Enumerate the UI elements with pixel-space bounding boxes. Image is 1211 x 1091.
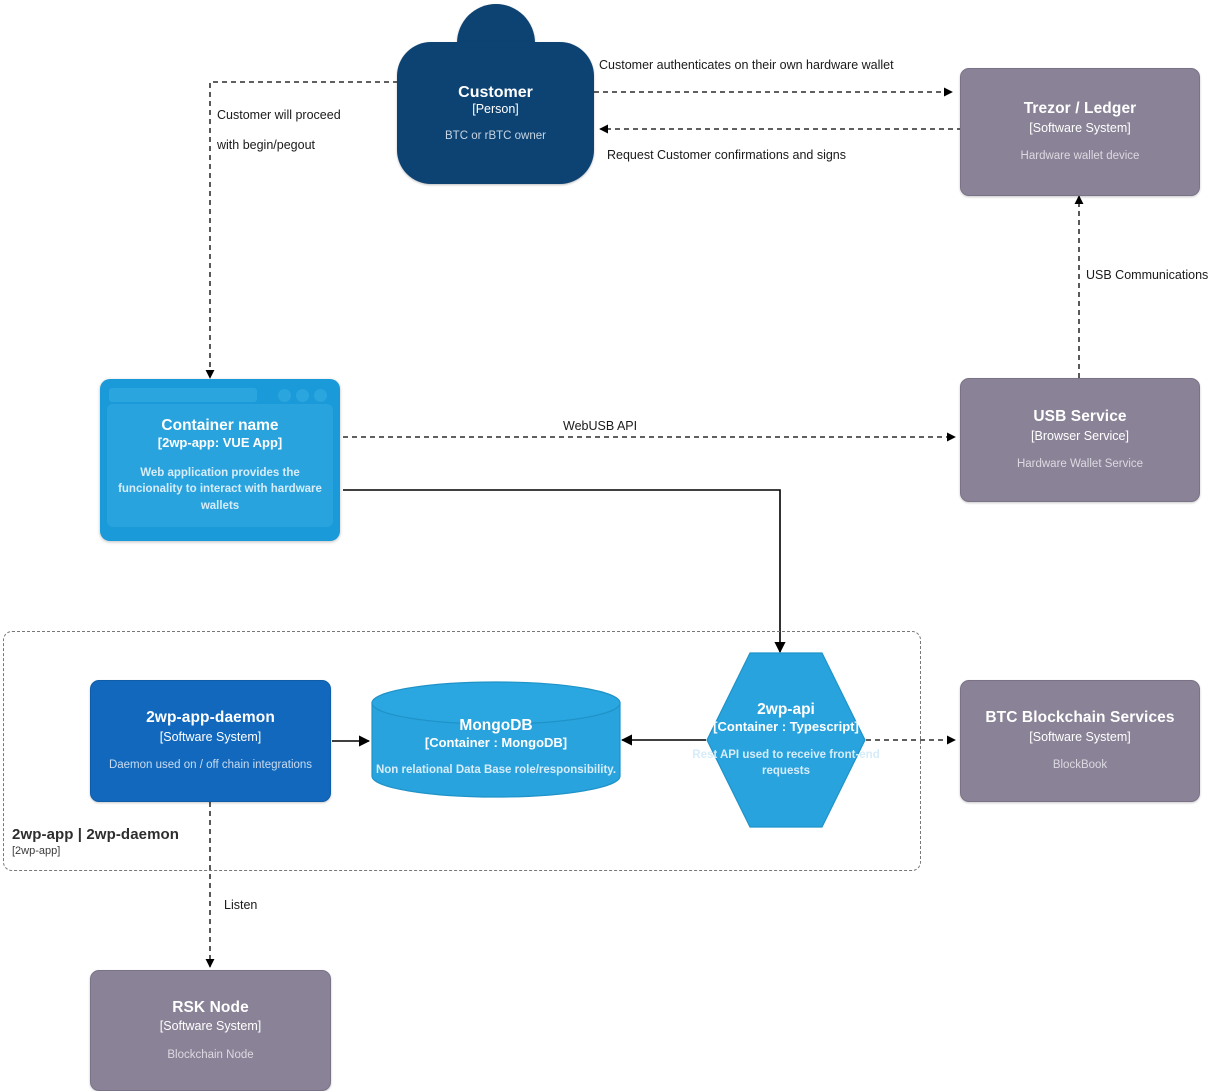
- boundary-type: [2wp-app]: [12, 845, 61, 857]
- node-2wp-app-daemon[interactable]: 2wp-app-daemon [Software System] Daemon …: [90, 680, 331, 802]
- btc-blockchain-description: BlockBook: [1052, 759, 1108, 772]
- node-2wp-api[interactable]: 2wp-api [Container : Typescript] Rest AP…: [692, 652, 880, 828]
- daemon-description: Daemon used on / off chain integrations: [108, 759, 313, 772]
- node-customer[interactable]: Customer [Person] BTC or rBTC owner: [397, 4, 594, 184]
- btc-blockchain-type: [Software System]: [1029, 729, 1131, 744]
- api-text: 2wp-api [Container : Typescript] Rest AP…: [692, 652, 879, 828]
- edge-label-customer-authenticates: Customer authenticates on their own hard…: [599, 58, 894, 72]
- person-body: Customer [Person] BTC or rBTC owner: [397, 42, 594, 184]
- node-btc-blockchain-services[interactable]: BTC Blockchain Services [Software System…: [960, 680, 1200, 802]
- edge-label-request-confirmations: Request Customer confirmations and signs: [607, 148, 847, 162]
- boundary-label: 2wp-app | 2wp-daemon [2wp-app]: [12, 826, 272, 857]
- edge-customer-to-container: [205, 81, 398, 379]
- trezor-ledger-description: Hardware wallet device: [1020, 150, 1140, 163]
- node-trezor-ledger[interactable]: Trezor / Ledger [Software System] Hardwa…: [960, 68, 1200, 196]
- browser-dot-1-icon: [278, 388, 291, 402]
- trezor-ledger-title: Trezor / Ledger: [1023, 100, 1137, 118]
- browser-content: Container name [2wp-app: VUE App] Web ap…: [107, 404, 333, 527]
- rsk-node-type: [Software System]: [159, 1019, 262, 1034]
- daemon-type: [Software System]: [159, 729, 262, 744]
- node-usb-service[interactable]: USB Service [Browser Service] Hardware W…: [960, 378, 1200, 502]
- mongodb-description: Non relational Data Base role/responsibi…: [375, 764, 617, 776]
- api-description: Rest API used to receive front-end reque…: [692, 748, 880, 777]
- browser-url-bar: [109, 388, 257, 402]
- edge-label-customer-proceed-line2: with begin/pegout: [217, 138, 315, 152]
- boundary-name: 2wp-app | 2wp-daemon: [12, 826, 180, 843]
- customer-title: Customer: [458, 84, 533, 101]
- container-name-type: [2wp-app: VUE App]: [157, 435, 283, 451]
- api-type: [Container : Typescript]: [713, 718, 859, 734]
- node-mongodb[interactable]: MongoDB [Container : MongoDB] Non relati…: [371, 681, 621, 798]
- node-container-name[interactable]: Container name [2wp-app: VUE App] Web ap…: [100, 379, 340, 541]
- container-name-title: Container name: [161, 417, 279, 435]
- trezor-ledger-type: [Software System]: [1029, 120, 1131, 135]
- rsk-node-description: Blockchain Node: [167, 1048, 254, 1061]
- browser-dot-3-icon: [314, 388, 327, 402]
- browser-title-bar: [107, 386, 333, 404]
- mongodb-title: MongoDB: [459, 717, 533, 734]
- rsk-node-title: RSK Node: [172, 998, 249, 1016]
- boundary-2wp-app: [3, 631, 921, 871]
- usb-service-type: [Browser Service]: [1031, 428, 1129, 443]
- usb-service-description: Hardware Wallet Service: [1016, 458, 1144, 471]
- edge-label-listen: Listen: [224, 898, 258, 912]
- mongodb-type: [Container : MongoDB]: [424, 735, 568, 750]
- hexagon-shape: [706, 652, 866, 828]
- edge-label-webusb-api: WebUSB API: [563, 419, 638, 433]
- mongodb-text: MongoDB [Container : MongoDB] Non relati…: [371, 681, 621, 798]
- container-name-description: Web application provides the funcionalit…: [118, 467, 322, 512]
- edge-label-customer-proceed-line1: Customer will proceed: [217, 108, 341, 122]
- btc-blockchain-title: BTC Blockchain Services: [985, 709, 1175, 727]
- daemon-title: 2wp-app-daemon: [146, 709, 275, 727]
- usb-service-title: USB Service: [1033, 408, 1127, 426]
- browser-dot-2-icon: [296, 388, 309, 402]
- edge-label-usb-communications: USB Communications: [1086, 268, 1209, 282]
- edge-container-to-api: [343, 489, 786, 654]
- customer-description: BTC or rBTC owner: [445, 130, 546, 142]
- api-title: 2wp-api: [757, 700, 815, 718]
- node-rsk-node[interactable]: RSK Node [Software System] Blockchain No…: [90, 970, 331, 1091]
- customer-type: [Person]: [472, 102, 519, 116]
- cylinder-shape: [371, 681, 621, 798]
